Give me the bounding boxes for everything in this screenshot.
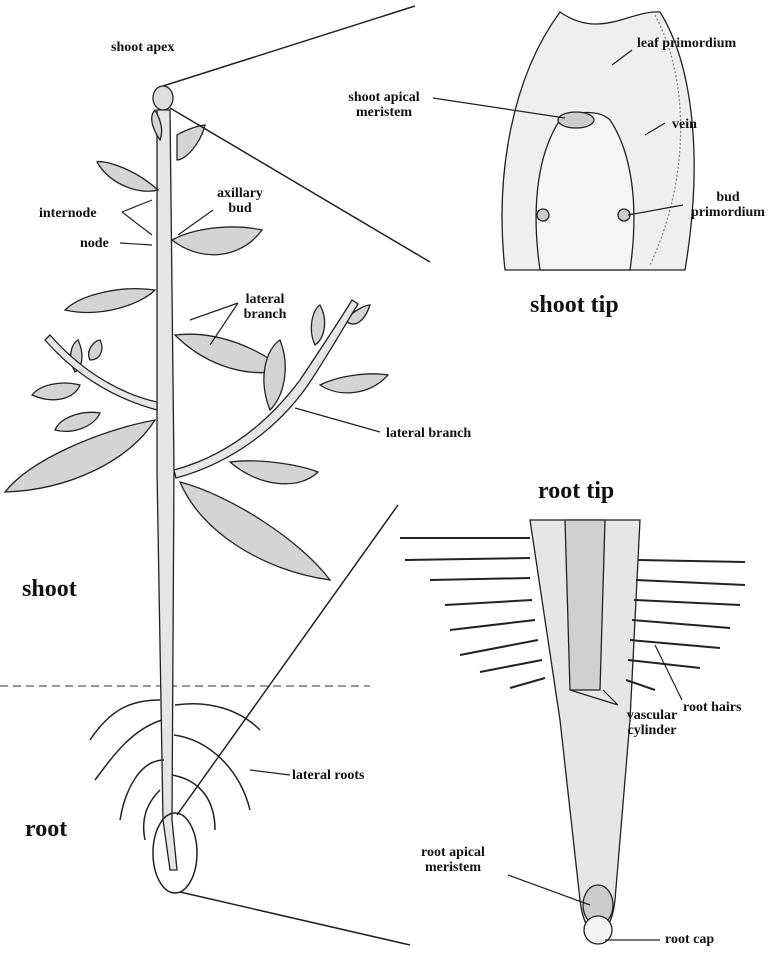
right-branch [173,299,359,479]
label-internode: internode [39,206,97,221]
root-tip-detail [400,519,746,945]
label-root-tip: root tip [538,478,615,504]
shoot-apex-bud [152,85,174,111]
label-leaf-primordium: leaf primordium [637,36,737,51]
label-axillary-bud: axillary bud [217,186,263,216]
root-tip-circle [152,812,198,894]
label-root-cap: root cap [665,932,715,947]
label-shoot: shoot [22,576,77,602]
label-lateral-branch-upper: lateral branch [243,292,287,322]
main-stem [156,109,178,871]
left-branch [44,334,158,411]
label-bud-primordium: bud primordium [691,190,765,220]
label-shoot-tip: shoot tip [530,292,619,318]
label-node: node [80,236,109,251]
label-lateral-branch-lower: lateral branch [386,426,472,441]
lateral-roots [89,699,261,841]
label-root-hairs: root hairs [683,700,742,715]
leaves [3,108,390,581]
root-hairs [400,537,746,691]
label-lateral-roots: lateral roots [292,768,365,783]
label-shoot-apex: shoot apex [111,40,175,55]
label-root-apical-meristem: root apical meristem [421,845,485,875]
label-root: root [25,816,68,842]
shoot-tip-detail [501,11,695,271]
leader-lines [119,49,684,941]
label-shoot-apical-meristem: shoot apical meristem [348,90,420,120]
label-vein: vein [672,117,697,132]
label-vascular-cylinder: vascular cylinder [626,708,678,738]
